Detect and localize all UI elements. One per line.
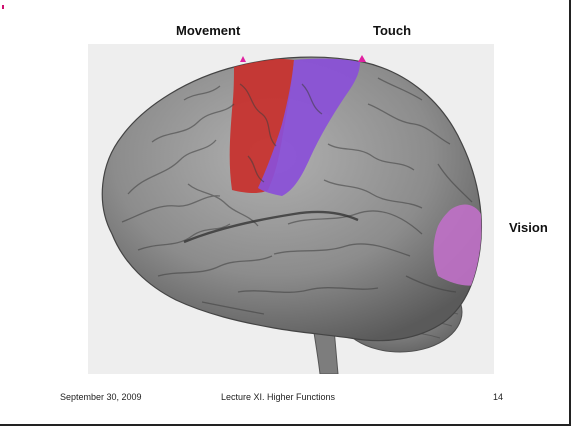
movement-label: Movement [176,23,240,38]
corner-mark [2,5,4,9]
touch-label: Touch [373,23,411,38]
brain-illustration [88,44,494,374]
vision-label: Vision [509,220,548,235]
brain-figure [88,44,494,374]
page-number: 14 [493,392,503,402]
footer-date: September 30, 2009 [60,392,142,402]
footer-lecture-title: Lecture XI. Higher Functions [221,392,335,402]
